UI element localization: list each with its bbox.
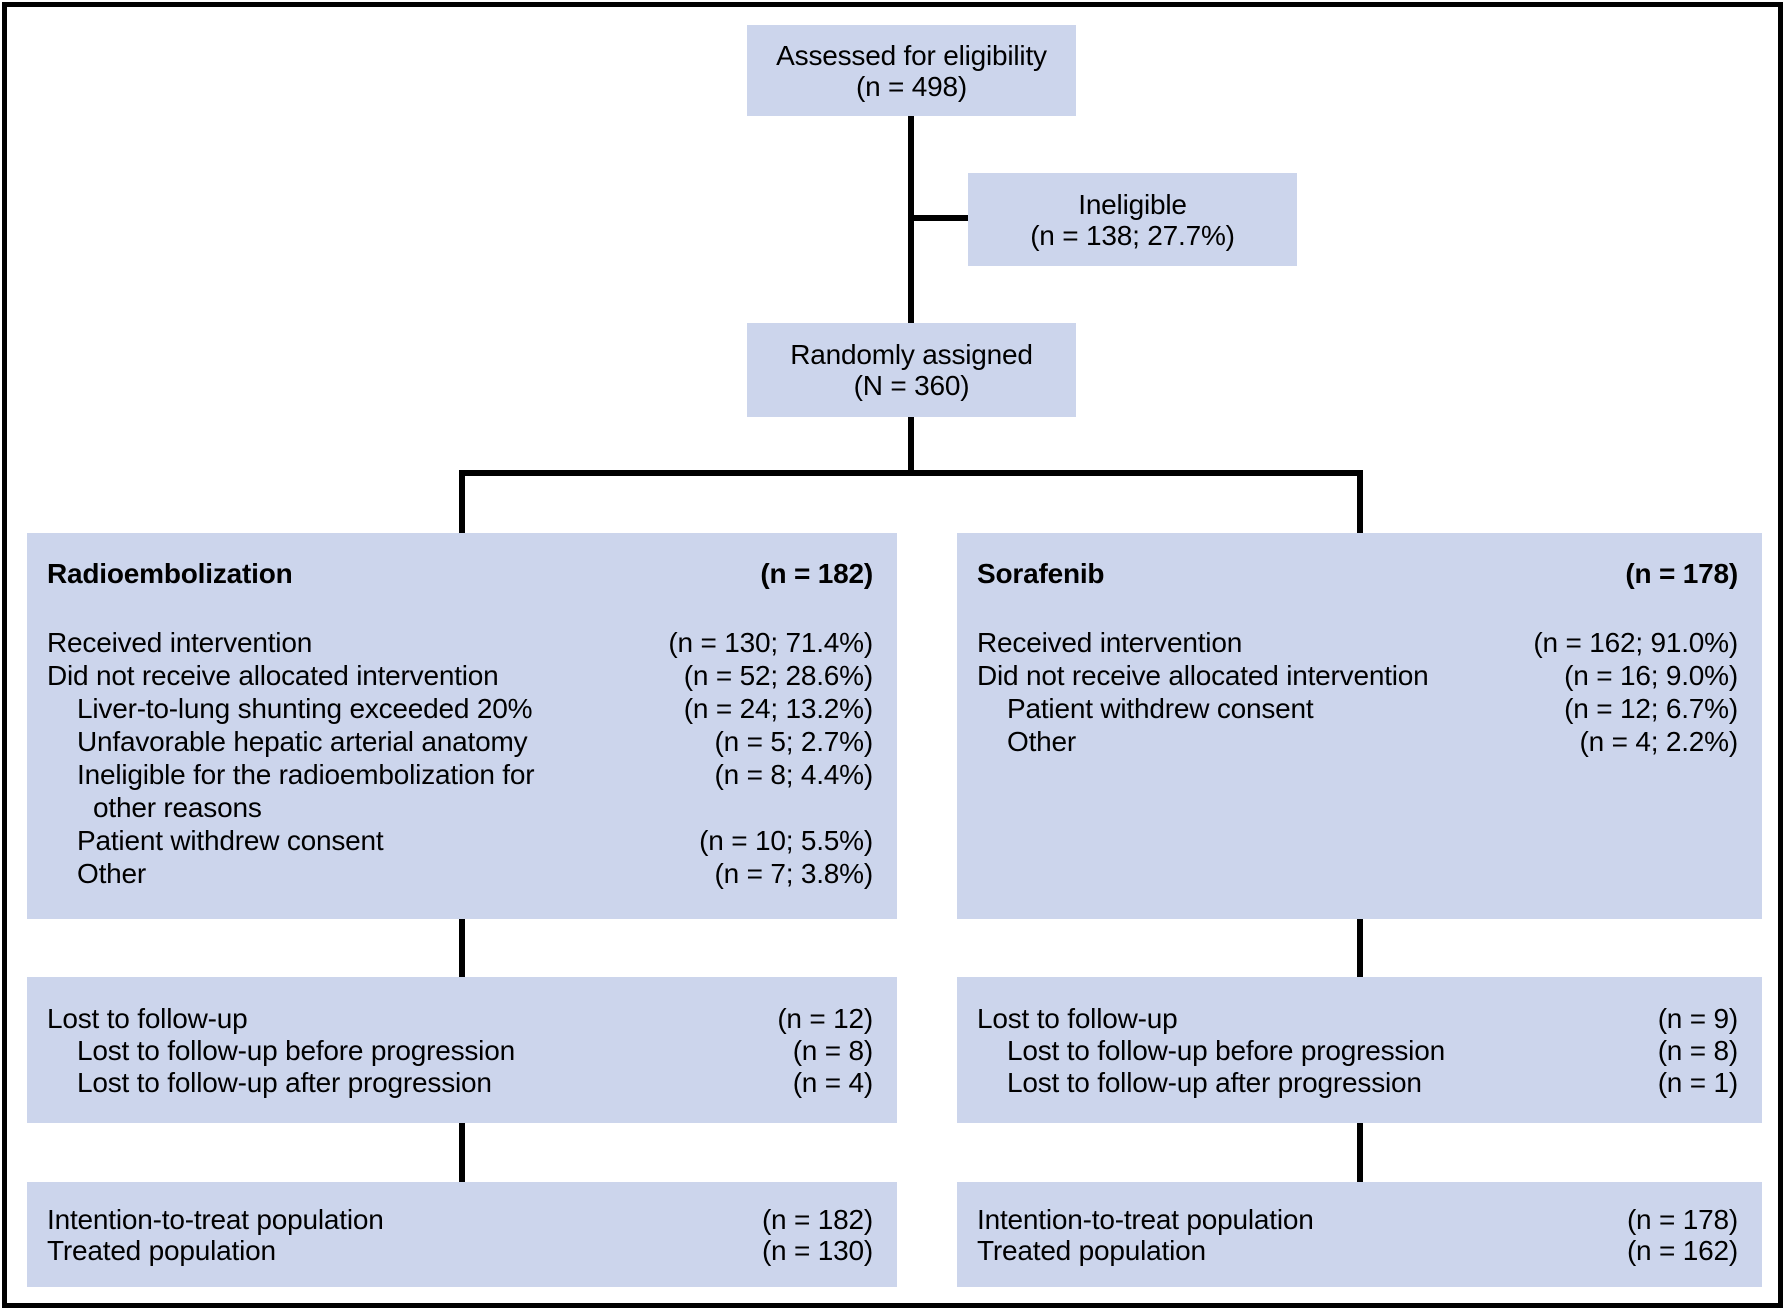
lost-followup-box-sorafenib: Lost to follow-up (n = 9) Lost to follow… [957,977,1762,1123]
population-box-sorafenib: Intention-to-treat population (n = 178) … [957,1182,1762,1287]
list-item: Lost to follow-up before progression (n … [977,1035,1738,1067]
arm-name: Sorafenib [977,558,1105,589]
list-item: Lost to follow-up (n = 9) [977,1003,1738,1035]
item-label: Lost to follow-up before progression [1007,1035,1445,1066]
list-item: Patient withdrew consent (n = 12; 6.7%) [977,692,1738,725]
item-value: (n = 178) [1626,1204,1738,1235]
item-label: Lost to follow-up [47,1003,248,1034]
item-label: other reasons [93,792,262,823]
spacer [47,590,873,626]
connector-left-elbow [459,470,465,533]
arm-header: Sorafenib (n = 178) [977,557,1738,590]
arm-header: Radioembolization (n = 182) [47,557,873,590]
connector-right-lost-to-pop [1357,1123,1363,1182]
connector-right-elbow [1357,470,1363,533]
item-label: Lost to follow-up after progression [1007,1067,1422,1098]
ineligible-label: Ineligible [1078,188,1187,220]
list-item: Liver-to-lung shunting exceeded 20% (n =… [47,692,873,725]
list-item: other reasons [47,791,873,824]
connector-left-arm-to-lost [459,919,465,977]
arm-n: (n = 178) [1625,558,1738,589]
item-label: Lost to follow-up after progression [77,1067,492,1098]
item-label: Intention-to-treat population [47,1204,384,1235]
item-label: Received intervention [47,627,313,658]
list-item: Received intervention (n = 162; 91.0%) [977,626,1738,659]
connector-ineligible-branch [911,215,968,221]
item-value: (n = 1) [1657,1067,1739,1098]
item-value: (n = 130; 71.4%) [668,627,873,658]
item-value: (n = 7; 3.8%) [714,858,874,889]
list-item: Treated population (n = 162) [977,1235,1738,1266]
item-value: (n = 4) [792,1067,874,1098]
item-label: Liver-to-lung shunting exceeded 20% [77,693,533,724]
item-label: Lost to follow-up before progression [77,1035,515,1066]
list-item: Lost to follow-up before progression (n … [47,1035,873,1067]
item-label: Lost to follow-up [977,1003,1178,1034]
list-item: Patient withdrew consent (n = 10; 5.5%) [47,824,873,857]
item-value: (n = 182) [761,1204,873,1235]
item-label: Did not receive allocated intervention [47,660,499,691]
randomized-label: Randomly assigned [790,339,1033,370]
list-item: Did not receive allocated intervention (… [47,659,873,692]
connector-right-arm-to-lost [1357,919,1363,977]
list-item: Lost to follow-up after progression (n =… [977,1067,1738,1099]
arm-name: Radioembolization [47,558,293,589]
list-item: Intention-to-treat population (n = 178) [977,1204,1738,1235]
item-value: (n = 24; 13.2%) [683,693,873,724]
item-value: (n = 12; 6.7%) [1564,693,1738,724]
arm-box-radioembolization: Radioembolization (n = 182) Received int… [27,533,897,919]
ineligible-box: Ineligible (n = 138; 27.7%) [968,173,1297,266]
item-label: Did not receive allocated intervention [977,660,1429,691]
item-label: Patient withdrew consent [1007,693,1314,724]
list-item: Ineligible for the radioembolization for… [47,758,873,791]
population-box-radioembolization: Intention-to-treat population (n = 182) … [27,1182,897,1287]
item-value: (n = 12) [777,1003,873,1034]
item-label: Treated population [47,1235,276,1266]
item-value: (n = 162; 91.0%) [1533,627,1738,658]
item-label: Other [1007,726,1077,757]
item-value: (n = 9) [1657,1003,1739,1034]
item-value: (n = 162) [1626,1235,1738,1266]
list-item: Lost to follow-up (n = 12) [47,1003,873,1035]
item-label: Unfavorable hepatic arterial anatomy [77,726,528,757]
list-item: Other (n = 7; 3.8%) [47,857,873,890]
list-item: Other (n = 4; 2.2%) [977,725,1738,758]
list-item: Unfavorable hepatic arterial anatomy (n … [47,725,873,758]
item-value: (n = 10; 5.5%) [699,825,873,856]
list-item: Lost to follow-up after progression (n =… [47,1067,873,1099]
list-item: Received intervention (n = 130; 71.4%) [47,626,873,659]
connector-randomized-stem [908,417,914,473]
arm-box-sorafenib: Sorafenib (n = 178) Received interventio… [957,533,1762,919]
randomized-count: (N = 360) [853,370,970,401]
item-label: Intention-to-treat population [977,1204,1314,1235]
list-item: Treated population (n = 130) [47,1235,873,1266]
item-value: (n = 8) [1657,1035,1739,1066]
item-value: (n = 8) [792,1035,874,1066]
item-value: (n = 52; 28.6%) [683,660,873,691]
item-value: (n = 16; 9.0%) [1564,660,1738,691]
lost-followup-box-radioembolization: Lost to follow-up (n = 12) Lost to follo… [27,977,897,1123]
ineligible-count: (n = 138; 27.7%) [1030,219,1235,251]
list-item: Did not receive allocated intervention (… [977,659,1738,692]
item-value: (n = 5; 2.7%) [714,726,874,757]
assessed-box: Assessed for eligibility (n = 498) [747,25,1076,116]
list-item: Intention-to-treat population (n = 182) [47,1204,873,1235]
item-value: (n = 4; 2.2%) [1579,726,1739,757]
item-label: Treated population [977,1235,1206,1266]
randomized-box: Randomly assigned (N = 360) [747,323,1076,417]
connector-left-lost-to-pop [459,1123,465,1182]
arm-n: (n = 182) [760,558,873,589]
item-label: Patient withdrew consent [77,825,384,856]
spacer [977,590,1738,626]
assessed-count: (n = 498) [855,70,968,102]
item-label: Ineligible for the radioembolization for [77,759,535,790]
item-label: Other [77,858,147,889]
item-value: (n = 130) [761,1235,873,1266]
connector-branch-horizontal [459,470,1363,476]
item-value: (n = 8; 4.4%) [714,759,874,790]
assessed-label: Assessed for eligibility [776,39,1047,71]
item-label: Received intervention [977,627,1243,658]
